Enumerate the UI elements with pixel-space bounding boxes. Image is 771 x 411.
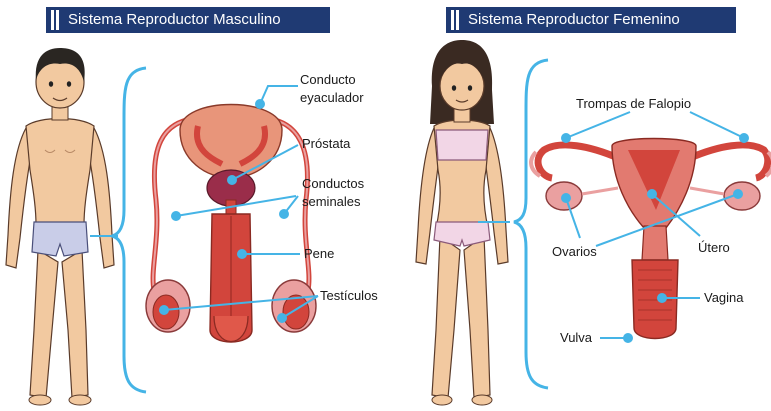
- label-testiculos: Testículos: [320, 288, 378, 304]
- male-organs: [146, 105, 316, 343]
- label-conductos-seminales-1: Conductos: [302, 176, 364, 192]
- label-utero: Útero: [698, 240, 730, 256]
- label-ovarios: Ovarios: [552, 244, 597, 260]
- male-figure: [6, 48, 114, 405]
- label-vulva: Vulva: [560, 330, 592, 346]
- label-conducto-eyaculador-2: eyaculador: [300, 90, 364, 106]
- label-pene: Pene: [304, 246, 334, 262]
- label-vagina: Vagina: [704, 290, 744, 306]
- label-trompas: Trompas de Falopio: [576, 96, 691, 112]
- female-bracket: [514, 60, 548, 388]
- female-organs: [531, 139, 771, 339]
- label-prostata: Próstata: [302, 136, 350, 152]
- label-conductos-seminales-2: seminales: [302, 194, 361, 210]
- label-conducto-eyaculador-1: Conducto: [300, 72, 356, 88]
- male-bracket: [112, 68, 146, 392]
